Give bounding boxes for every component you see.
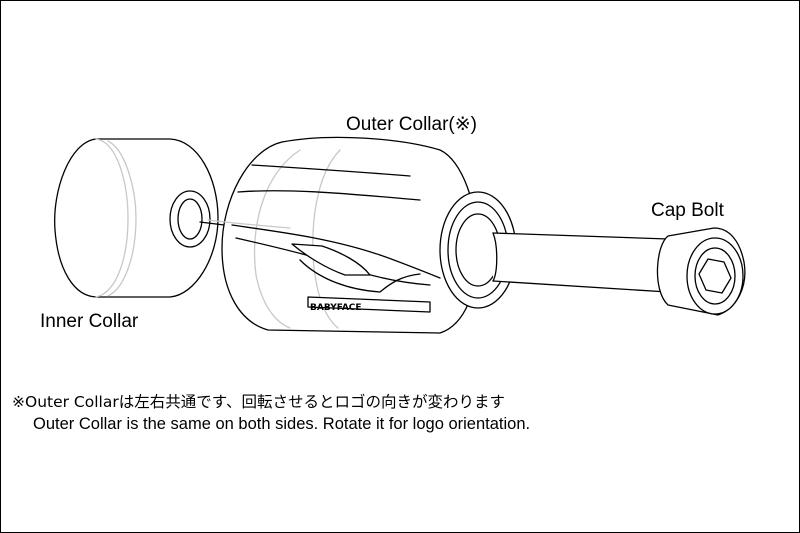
note-english: Outer Collar is the same on both sides. …	[33, 415, 531, 433]
cap-bolt-label: Cap Bolt	[651, 200, 724, 221]
outer-collar-part: BABYFACE	[207, 136, 517, 334]
note-japanese: ※Outer Collarは左右共通です、回転させるとロゴの向きが変わります	[12, 393, 505, 411]
inner-collar-label: Inner Collar	[40, 311, 139, 332]
cap-bolt-part	[492, 227, 746, 316]
outer-collar-label: Outer Collar(※)	[346, 114, 477, 135]
outer-collar-logo: BABYFACE	[310, 303, 362, 313]
inner-collar-part	[54, 138, 219, 298]
